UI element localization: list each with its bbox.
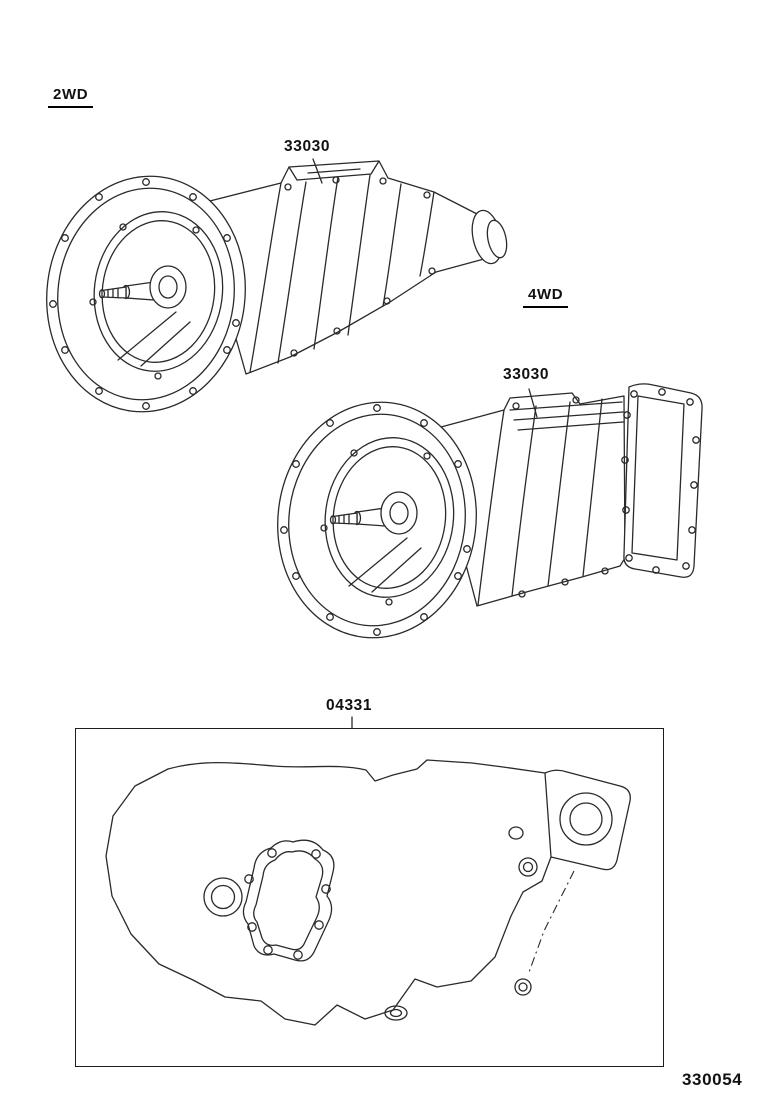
cover-gasket [242,839,335,962]
plate-bolt-holes [621,388,700,574]
part-number-04331: 04331 [326,697,373,714]
seal-ring-bottom [514,978,532,996]
part-number-33030-4wd: 33030 [503,366,550,383]
label-4wd: 4WD [523,286,569,308]
part-number-33030-2wd: 33030 [284,138,331,155]
leader-line-33030-4wd [528,388,538,418]
flange-bolt-holes [280,404,471,636]
figure-code: 330054 [682,1070,743,1089]
gearbox-case-4wd [429,383,703,607]
bell-housing-2wd [46,175,246,413]
transmission-assembly-2wd-drawing [46,160,508,413]
gasket-oval-small [384,1005,408,1021]
flange-bolt-holes [49,178,240,410]
o-ring-small [508,826,524,840]
gasket-kit-outline-box [75,728,664,1067]
center-line [527,870,575,976]
label-2wd: 2WD [48,86,94,108]
case-gasket-outline [105,759,631,1026]
gasket-kit-drawing [105,759,631,1026]
transmission-assembly-4wd-drawing [277,383,703,639]
gearbox-case-2wd [197,160,508,375]
leader-line-33030-2wd [312,158,323,184]
oil-seal-right [559,792,613,846]
bell-housing-4wd [277,401,477,639]
oil-seal-left [203,877,243,917]
seal-ring-mid [518,857,538,877]
